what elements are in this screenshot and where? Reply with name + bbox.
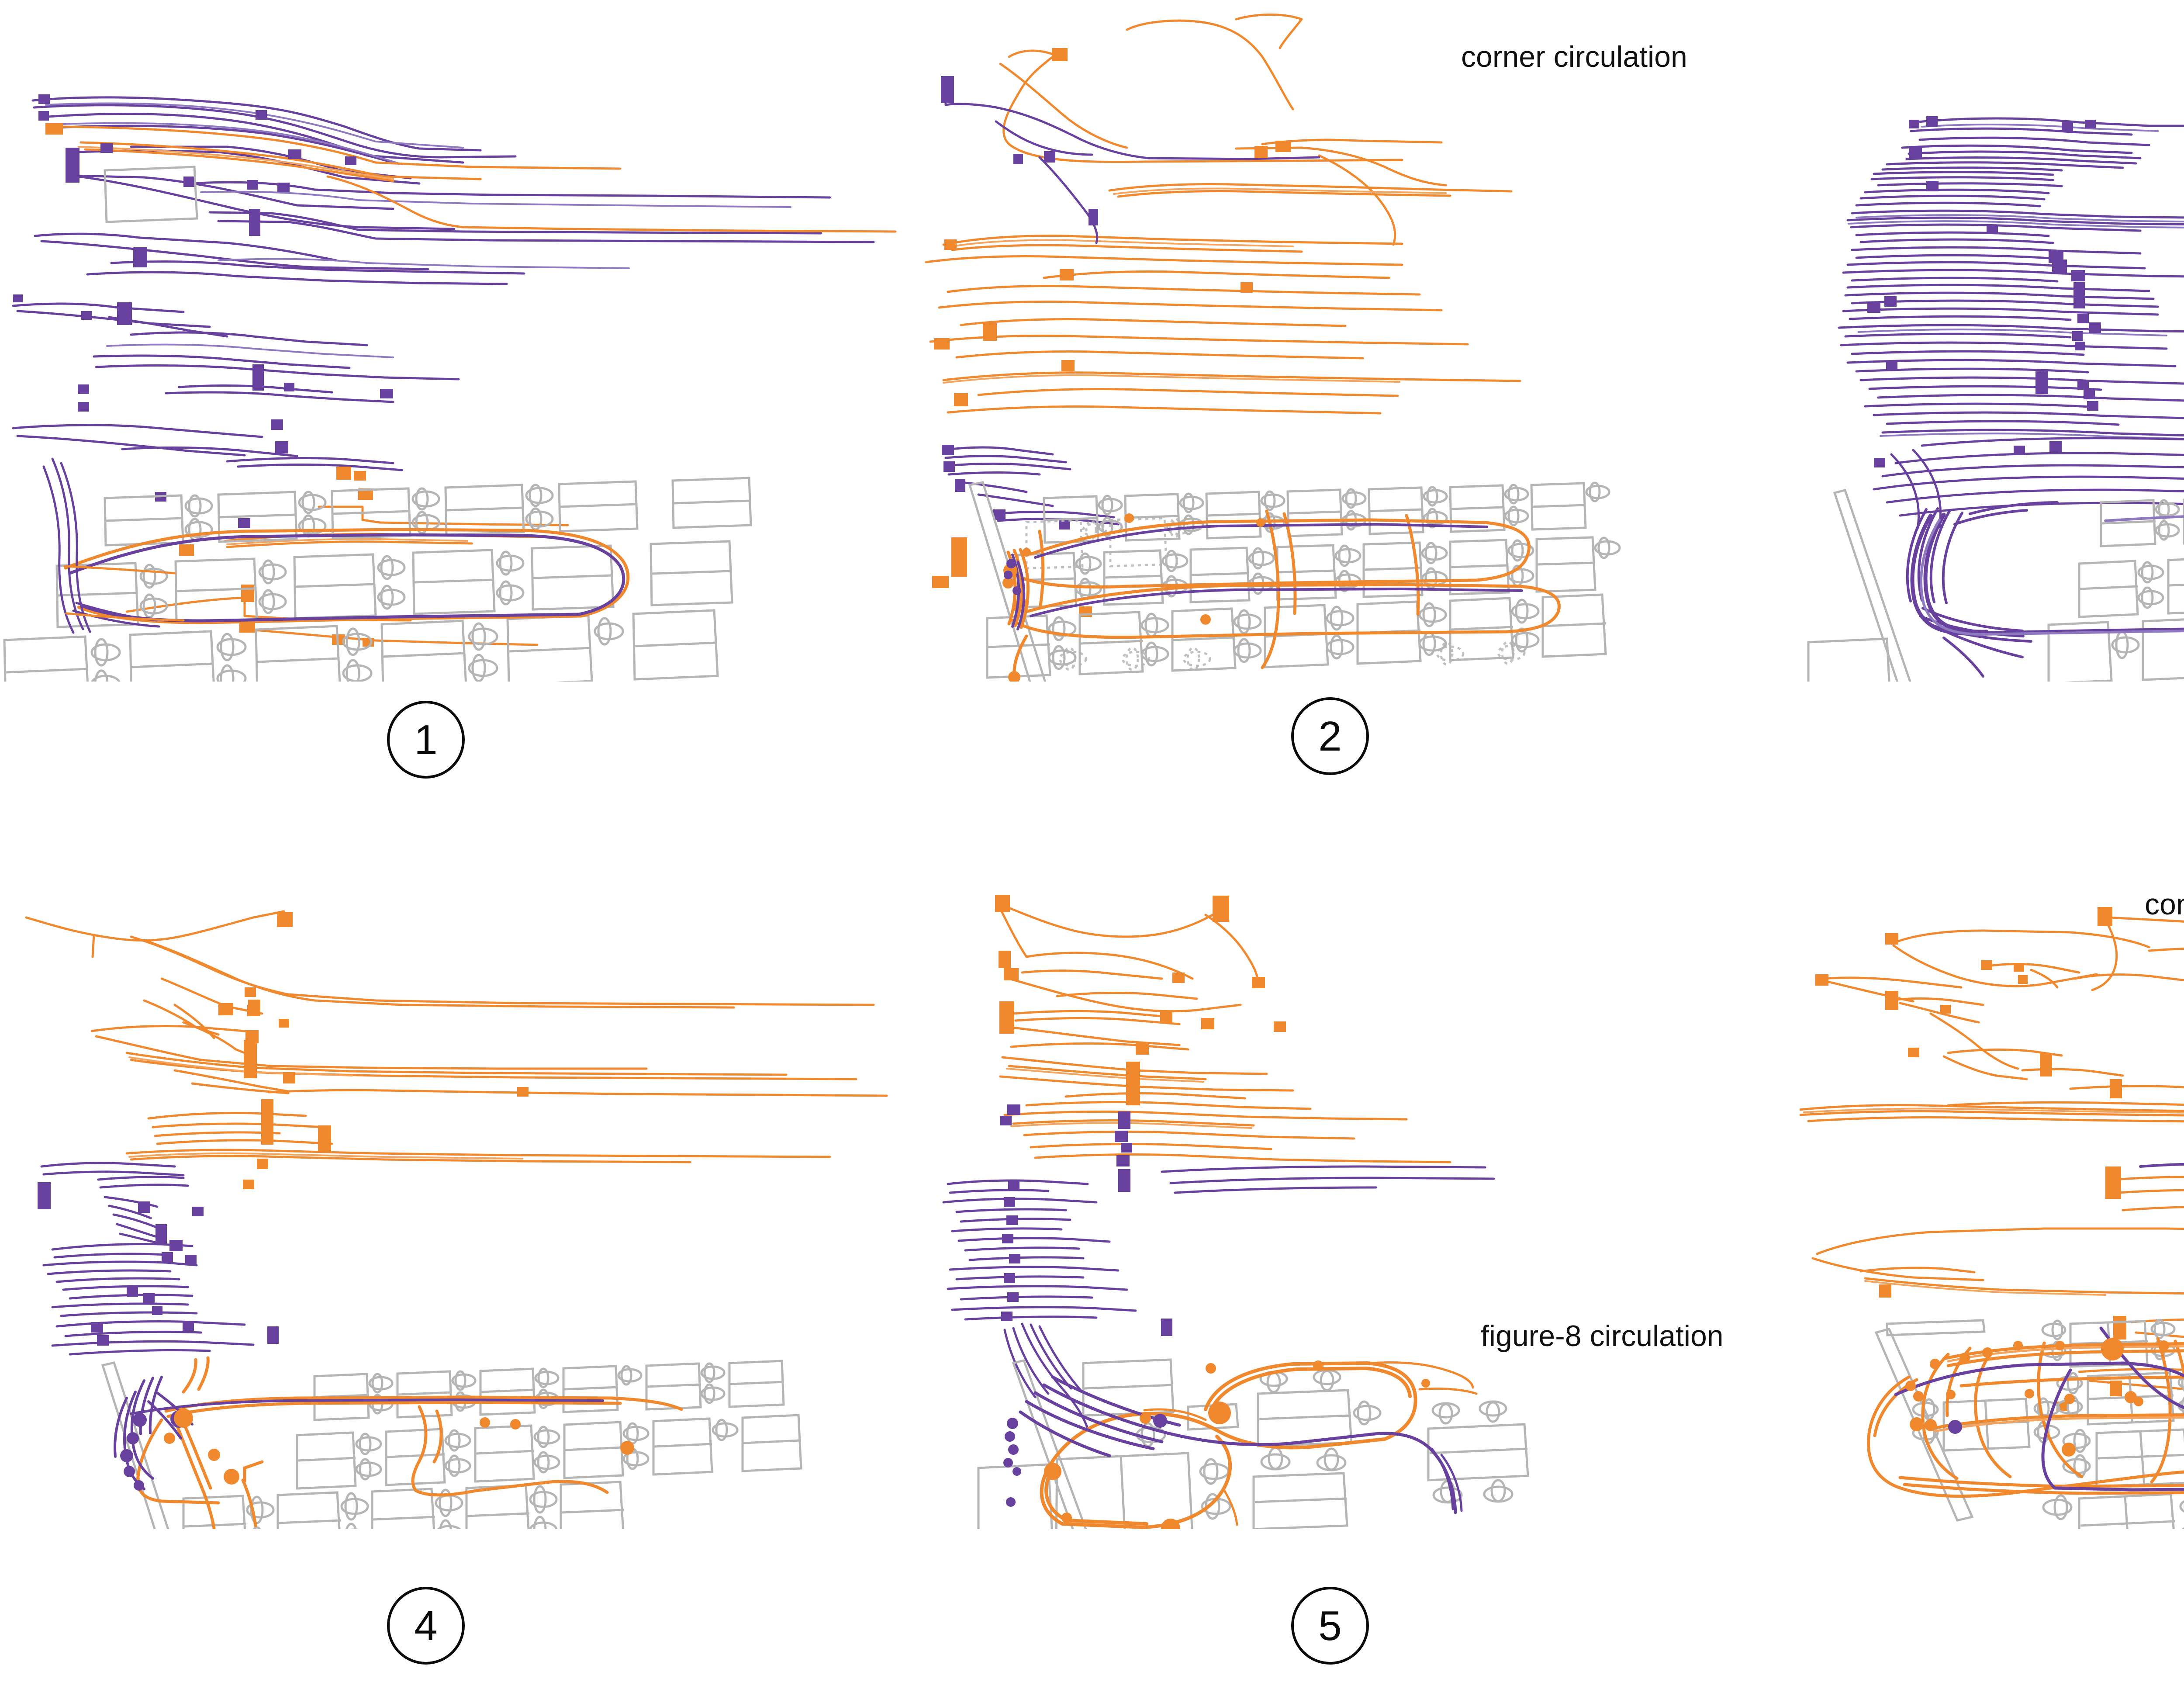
- panel-2-plan-paths: [1002, 509, 1561, 682]
- panel-6-trajectories: [1800, 907, 2184, 1411]
- panel-5-dwell-markers: [995, 895, 1286, 1336]
- caption-circle: [1291, 1587, 1369, 1665]
- caption-number: 5: [1318, 1603, 1341, 1649]
- panel-5: [900, 848, 1800, 1529]
- panel-2-plot: [925, 14, 1621, 682]
- caption-circle: [387, 701, 465, 779]
- panel-1-dwell-markers: [13, 94, 393, 647]
- panel-6-dwell-markers: [1815, 907, 2126, 1411]
- panel-2: [900, 0, 1800, 682]
- panel-4-plan-paths: [114, 1356, 683, 1529]
- panel-5-plot: [942, 895, 1529, 1529]
- caption-4: 4: [384, 1584, 467, 1667]
- panel-4-trajectories: [25, 910, 888, 1356]
- caption-number: 2: [1318, 713, 1341, 760]
- panel-2-floorplan: [968, 481, 1621, 682]
- panel-1-plot: [3, 94, 897, 682]
- panel-3-dwell-markers: [1867, 116, 2101, 467]
- panel-6-plot: [1800, 907, 2184, 1529]
- panel-1-trajectories: [12, 94, 897, 647]
- panel-1-floorplan: [3, 166, 752, 682]
- panel-4: [0, 848, 900, 1529]
- panel-4-plot: [25, 910, 888, 1529]
- panel-5-plan-paths: [1003, 1360, 1478, 1529]
- panel-4-dwell-markers: [38, 912, 529, 1346]
- panel-6-plan-paths: [1867, 1326, 2184, 1498]
- caption-number: 4: [414, 1603, 437, 1649]
- caption-circle: [1291, 697, 1369, 775]
- annotation-figure8-circulation: figure-8 circulation: [1481, 1319, 1724, 1353]
- panel-3-trajectories: [1838, 116, 2184, 530]
- caption-circle: [387, 1587, 465, 1665]
- caption-1: 1: [384, 698, 467, 781]
- panel-6-plan-nodes: [1905, 1338, 2169, 1457]
- panel-6: [1800, 848, 2184, 1529]
- panel-3-plot: [1807, 116, 2184, 682]
- panel-3-plan-paths: [1906, 501, 2184, 678]
- panel-3: [1800, 0, 2184, 682]
- annotation-contiguous-circulation: contiguous circulation: [2145, 888, 2184, 921]
- caption-2: 2: [1289, 695, 1372, 778]
- panel-1: [0, 0, 900, 682]
- annotation-corner-circulation: corner circulation: [1461, 40, 1687, 73]
- caption-5: 5: [1289, 1584, 1372, 1667]
- panel-5-trajectories: [942, 895, 1495, 1430]
- panel-2-dwell-markers: [932, 48, 1291, 617]
- caption-number: 1: [414, 716, 437, 763]
- panel-1-plan-paths: [42, 457, 630, 634]
